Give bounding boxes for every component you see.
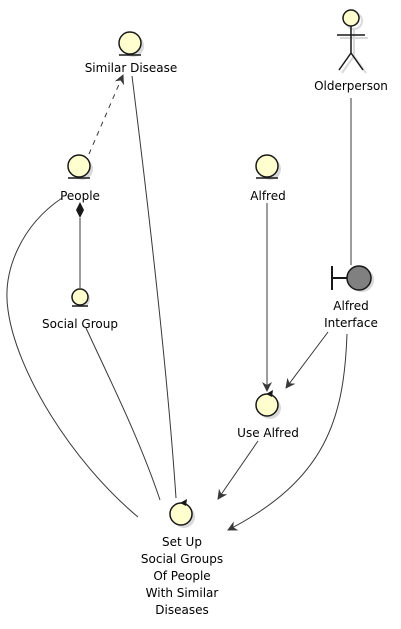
node-people[interactable]: People (60, 154, 100, 203)
edge-people-similar-disease (88, 74, 125, 155)
node-label-set-up-line4: With Similar (146, 586, 219, 600)
composition-diamond-icon (76, 202, 84, 218)
node-alfred-interface[interactable]: Alfred Interface (324, 265, 378, 330)
person-icon (337, 9, 365, 71)
node-label-set-up-line1: Set Up (162, 535, 202, 549)
node-similar-disease[interactable]: Similar Disease (85, 31, 178, 75)
edges (6, 74, 352, 531)
node-label-similar-disease: Similar Disease (85, 61, 178, 75)
node-label-alfred: Alfred (250, 189, 285, 203)
node-alfred[interactable]: Alfred (250, 154, 286, 203)
entity-icon (118, 31, 142, 55)
node-olderperson[interactable]: Olderperson (314, 9, 388, 93)
control-icon (169, 502, 193, 526)
entity-icon (255, 154, 279, 178)
edge-alfred-interface-use-alfred (285, 331, 329, 389)
entity-icon (67, 154, 91, 178)
control-arrow-icon (266, 390, 273, 397)
edge-similar-disease-set-up (131, 75, 177, 499)
node-label-set-up-line5: Diseases (155, 603, 208, 617)
node-label-alfred-interface-line2: Interface (324, 316, 378, 330)
entity-icon (71, 288, 89, 306)
boundary-icon (346, 265, 372, 291)
node-label-set-up-line3: Of People (153, 569, 210, 583)
node-label-alfred-interface-line1: Alfred (333, 299, 368, 313)
edge-use-alfred-set-up (217, 440, 259, 500)
node-set-up-social-groups[interactable]: Set Up Social Groups Of People With Simi… (141, 499, 223, 617)
control-icon (255, 393, 279, 417)
edge-people-set-up (6, 197, 139, 518)
node-label-social-group: Social Group (42, 317, 118, 331)
control-arrow-icon (180, 499, 187, 506)
node-label-set-up-line2: Social Groups (141, 552, 223, 566)
node-label-olderperson: Olderperson (314, 79, 388, 93)
edge-alfred-interface-set-up (227, 333, 348, 531)
edge-social-group-set-up (85, 327, 161, 501)
node-label-use-alfred: Use Alfred (237, 426, 299, 440)
node-use-alfred[interactable]: Use Alfred (237, 390, 299, 440)
node-label-people: People (60, 189, 100, 203)
node-social-group[interactable]: Social Group (42, 288, 118, 331)
